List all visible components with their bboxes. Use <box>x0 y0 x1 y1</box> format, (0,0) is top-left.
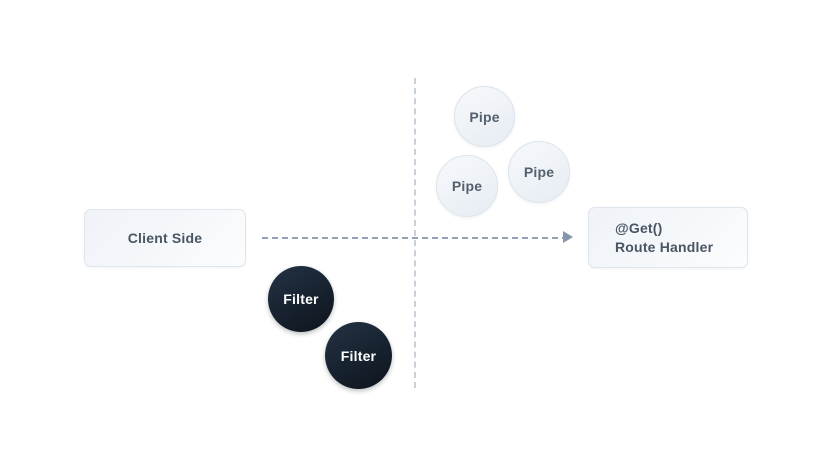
route-handler-label: Route Handler <box>615 238 714 255</box>
filter-label: Filter <box>340 347 377 364</box>
filter-circle-2[interactable]: Filter <box>325 322 392 389</box>
filter-label: Filter <box>283 291 319 307</box>
pipe-label: Pipe <box>523 164 555 180</box>
pipe-label: Pipe <box>451 178 483 194</box>
arrow-head-icon <box>563 231 573 243</box>
client-side-label: Client Side <box>127 230 203 246</box>
pipe-circle-1[interactable]: Pipe <box>454 86 515 147</box>
request-flow-dashed-line <box>262 237 568 239</box>
client-side-box[interactable]: Client Side <box>84 209 246 267</box>
pipe-circle-3[interactable]: Pipe <box>508 141 570 203</box>
pipe-label: Pipe <box>469 108 500 125</box>
pipe-circle-2[interactable]: Pipe <box>436 155 498 217</box>
route-handler-box[interactable]: @Get() Route Handler <box>588 207 748 268</box>
filter-circle-1[interactable]: Filter <box>268 266 334 332</box>
route-handler-decorator-label: @Get() <box>615 219 663 236</box>
vertical-divider-dashed-line <box>414 78 416 388</box>
